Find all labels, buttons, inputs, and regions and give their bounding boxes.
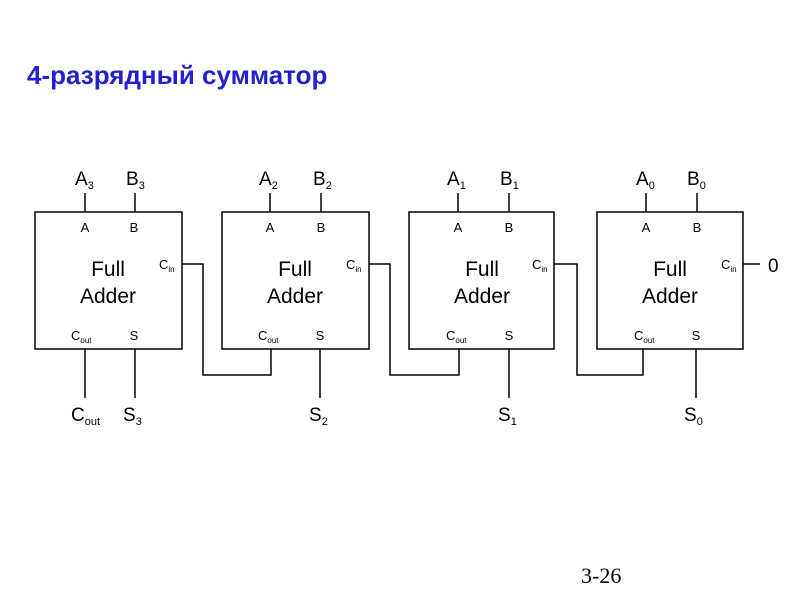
port-cin-label: Cin: [532, 257, 548, 274]
port-cout-label: Cout: [71, 328, 92, 345]
port-b-label: B: [693, 220, 702, 235]
port-b-label: B: [130, 220, 139, 235]
block-title-line1: Full: [653, 258, 687, 281]
port-cin-label: Cin: [346, 257, 362, 274]
port-a-label: A: [642, 220, 651, 235]
slide-title: 4-разрядный сумматор: [27, 60, 328, 90]
sum-label-0: S0: [684, 405, 703, 428]
block-title-line2: Adder: [642, 285, 698, 308]
sum-label-1: S1: [498, 405, 517, 428]
sum-label-3: S3: [123, 405, 142, 428]
port-a-label: A: [454, 220, 463, 235]
port-s-label: S: [692, 328, 701, 343]
block-title-line1: Full: [278, 258, 312, 281]
input-label-a0: A0: [636, 169, 655, 192]
port-s-label: S: [505, 328, 514, 343]
port-a-label: A: [81, 220, 90, 235]
input-label-b1: B1: [500, 169, 519, 192]
carry-in-value: 0: [768, 256, 779, 277]
port-a-label: A: [266, 220, 275, 235]
input-label-a2: A2: [259, 169, 278, 192]
port-b-label: B: [505, 220, 514, 235]
port-cout-label: Cout: [634, 328, 655, 345]
sum-label-2: S2: [309, 405, 328, 428]
input-label-b3: B3: [126, 169, 145, 192]
input-label-b2: B2: [313, 169, 332, 192]
carry-wire-1-to-2: [369, 263, 460, 376]
block-title-line1: Full: [91, 258, 125, 281]
adder-block-3: [34, 211, 183, 350]
port-cin-label: Cin: [721, 257, 737, 274]
port-s-label: S: [316, 328, 325, 343]
carry-wire-2-to-3: [182, 263, 272, 376]
block-title-line2: Adder: [267, 285, 323, 308]
input-label-a3: A3: [75, 169, 94, 192]
carry-wire-0-to-1: [554, 263, 644, 376]
block-title-line2: Adder: [80, 285, 136, 308]
input-label-b0: B0: [687, 169, 706, 192]
block-title-line2: Adder: [454, 285, 510, 308]
block-title-line1: Full: [465, 258, 499, 281]
input-label-a1: A1: [447, 169, 466, 192]
port-cin-label: Cin: [159, 257, 175, 274]
adder-block-2: [221, 211, 370, 350]
adder-block-0: [596, 211, 744, 350]
port-b-label: B: [317, 220, 326, 235]
final-carry-label: Cout: [71, 405, 100, 428]
port-cout-label: Cout: [446, 328, 467, 345]
port-s-label: S: [130, 328, 139, 343]
port-cout-label: Cout: [258, 328, 279, 345]
page-number: 3-26: [581, 563, 622, 588]
adder-block-1: [408, 211, 555, 350]
